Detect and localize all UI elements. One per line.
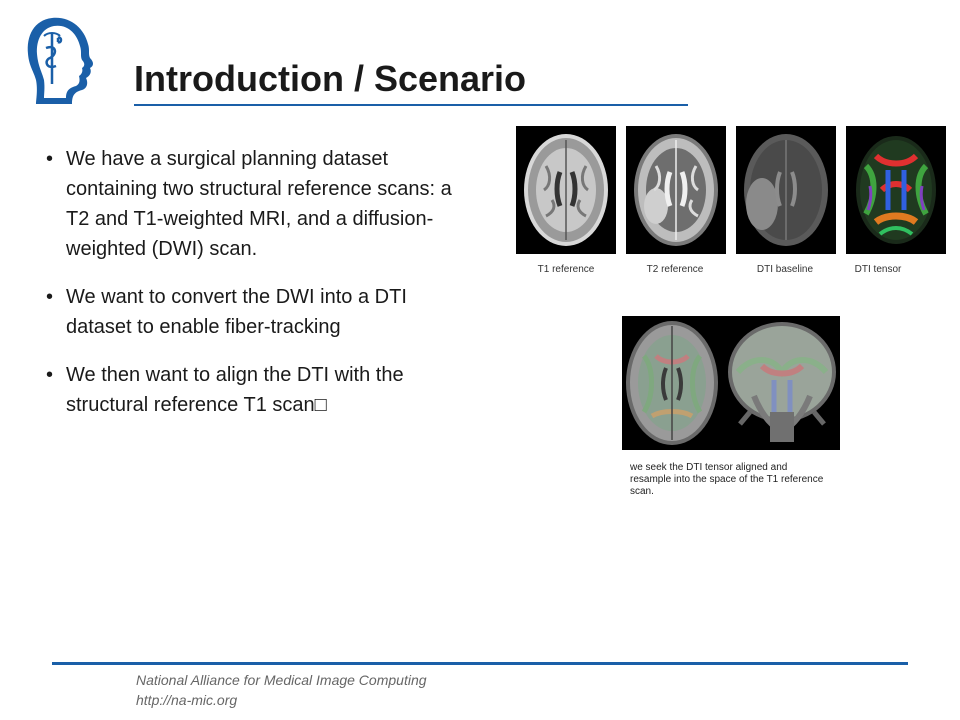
scan-thumbnails: T1 reference T2 reference DTI baseline D… — [516, 126, 946, 286]
dti-baseline-image — [736, 126, 836, 254]
t2-reference-image — [626, 126, 726, 254]
dti-tensor-image — [846, 126, 946, 254]
title-underline — [134, 104, 688, 106]
t1-reference-label: T1 reference — [537, 264, 595, 275]
t2-reference-label: T2 reference — [646, 264, 704, 275]
bullet-item: • We want to convert the DWI into a DTI d… — [44, 282, 464, 342]
bullet-dot: • — [46, 286, 54, 308]
t1-reference-image — [516, 126, 616, 254]
footer-org: National Alliance for Medical Image Comp… — [136, 672, 427, 688]
bullet-text: We want to convert the DWI into a DTI da… — [66, 286, 407, 338]
dti-baseline-label: DTI baseline — [756, 264, 814, 275]
footer-url: http://na-mic.org — [136, 692, 238, 708]
slide-title: Introduction / Scenario — [134, 58, 527, 99]
bullet-item: • We have a surgical planning dataset con… — [44, 144, 464, 264]
slicer-head-logo-icon — [27, 17, 94, 105]
footer-rule — [52, 662, 908, 665]
footer: National Alliance for Medical Image Comp… — [136, 670, 427, 710]
bullet-dot: • — [46, 364, 54, 386]
aligned-dti-overlay-image — [622, 316, 840, 450]
bullet-text: We have a surgical planning dataset cont… — [66, 148, 452, 260]
bullet-item: • We then want to align the DTI with the … — [44, 360, 464, 420]
dti-tensor-label: DTI tensor — [854, 264, 902, 275]
bullet-text: We then want to align the DTI with the s… — [66, 364, 404, 416]
bullet-list: • We have a surgical planning dataset con… — [44, 144, 464, 438]
bullet-dot: • — [46, 148, 54, 170]
overlay-caption: we seek the DTI tensor aligned and resam… — [630, 462, 824, 497]
